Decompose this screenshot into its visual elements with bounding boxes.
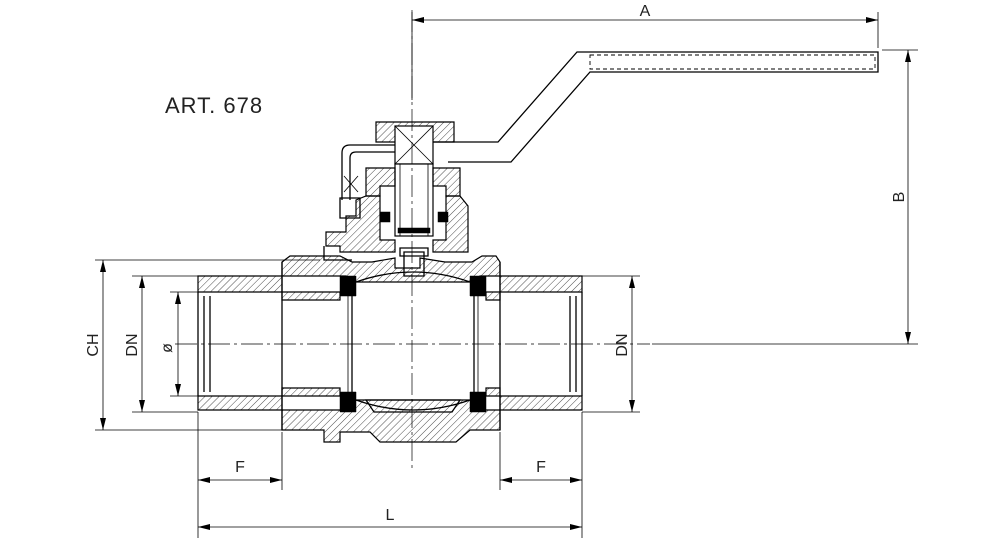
dimension-a: A (411, 3, 879, 100)
dimension-f-right-label: F (536, 459, 546, 476)
article-label: ART. 678 (165, 93, 263, 118)
dimension-bore-label: ø (159, 343, 176, 353)
dimension-bore: ø (159, 291, 198, 397)
dimension-dn-left: DN (124, 275, 198, 413)
dimension-b: B (652, 49, 918, 345)
dimension-f-left-label: F (235, 459, 245, 476)
stem-assembly (365, 121, 461, 237)
dimension-dn-right-label: DN (614, 333, 631, 356)
dimension-dn-right: DN (582, 275, 640, 413)
dimension-ch: CH (85, 259, 320, 431)
dimension-dn-left-label: DN (124, 333, 141, 356)
dimension-l: L (198, 507, 582, 530)
lever-handle (339, 51, 879, 219)
dimension-b-label: B (891, 192, 908, 203)
dimension-f-right: F (499, 412, 583, 538)
dimension-a-label: A (640, 3, 651, 20)
dimension-l-label: L (386, 507, 395, 524)
dimension-ch-label: CH (85, 333, 102, 356)
dimension-f-left: F (197, 412, 283, 538)
valve-body (197, 195, 583, 443)
